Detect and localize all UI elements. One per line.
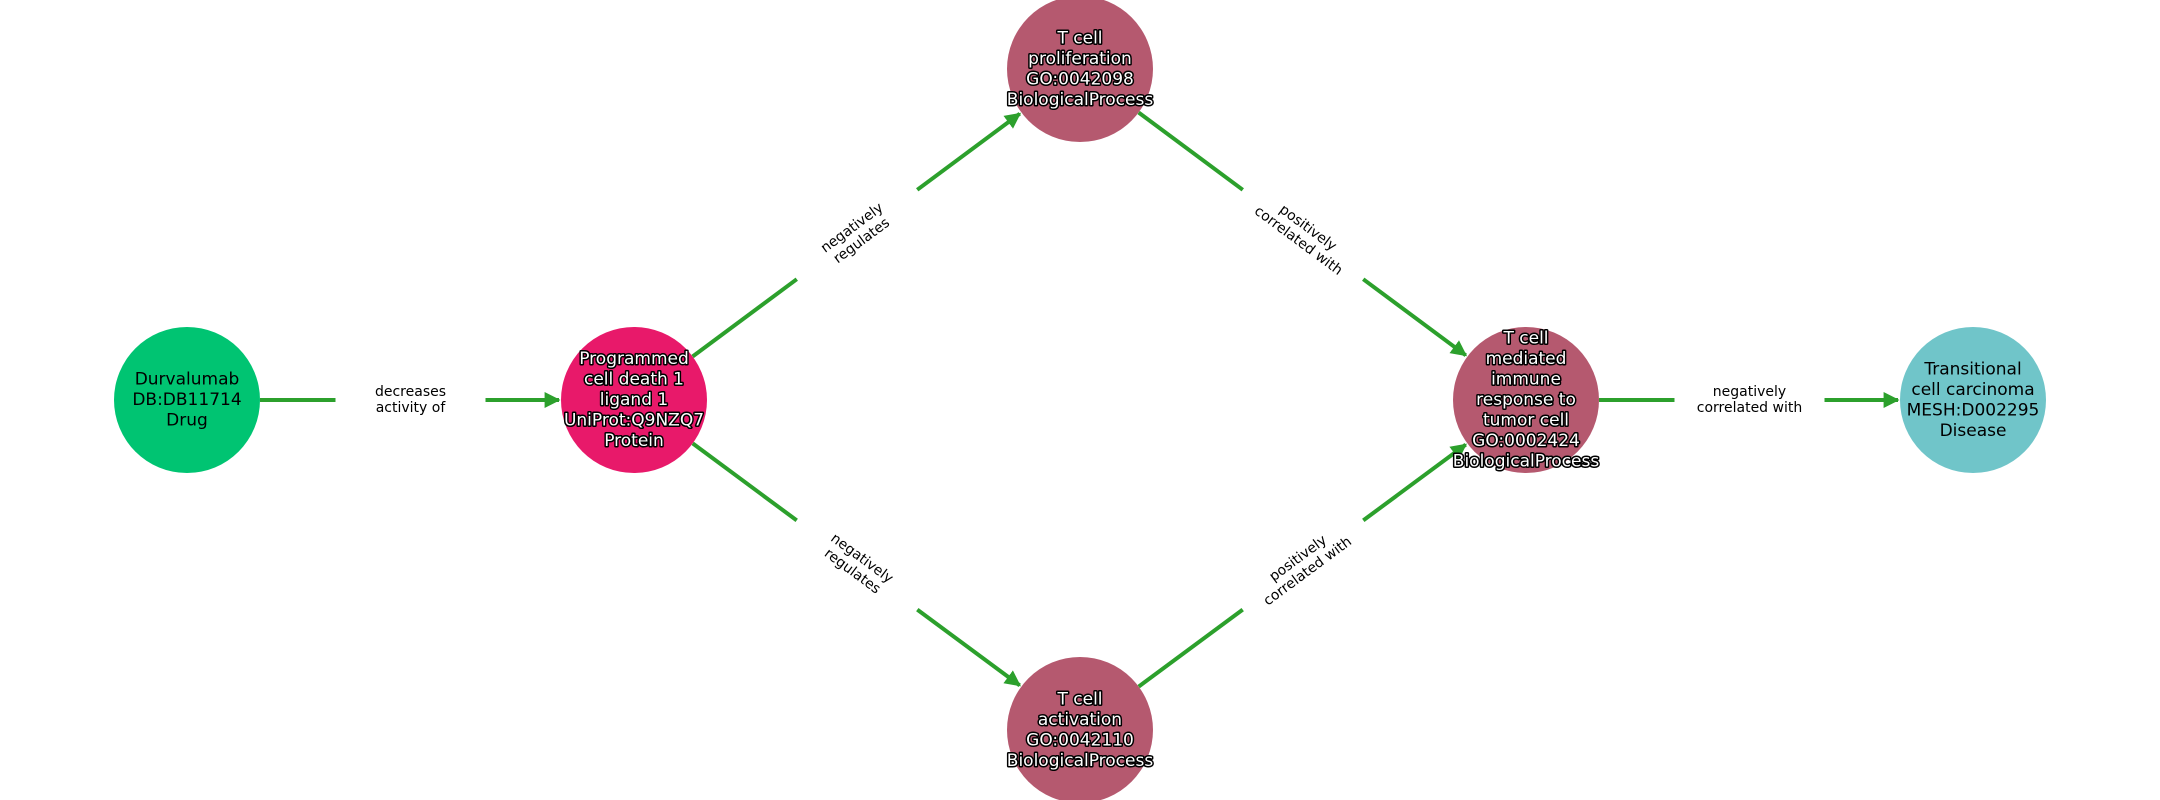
node-circle[interactable] [114, 327, 260, 473]
node-label-line: proliferation [1028, 49, 1132, 69]
node-label-line: Protein [604, 431, 664, 451]
edge-label: negativelyregulates [818, 530, 896, 599]
node-label-line: Disease [1940, 421, 2007, 441]
node-label-line: cell death 1 [584, 370, 684, 390]
node-circle[interactable] [1453, 327, 1599, 473]
edge-line [1137, 110, 1244, 192]
node-label-line: T cell [1056, 689, 1102, 709]
node-label-line: BiologicalProcess [1007, 751, 1154, 771]
edge-line [1137, 608, 1244, 689]
node-label-line: response to [1476, 390, 1576, 410]
edge-label: positivelycorrelated with [1251, 521, 1355, 609]
edge-label-line: activity of [376, 400, 447, 416]
node-label-line: tumor cell [1483, 411, 1569, 431]
node-label-line: GO:0042110 [1026, 730, 1134, 750]
node-label-line: Drug [166, 411, 208, 431]
edge-arrow [1362, 277, 1468, 357]
node-label-line: UniProt:Q9NZQ7 [564, 411, 704, 431]
edge-line [691, 277, 798, 359]
node-circle[interactable] [561, 327, 707, 473]
node-label-line: T cell [1502, 329, 1548, 349]
node-label-line: ligand 1 [600, 390, 668, 410]
edge-arrow [916, 112, 1022, 192]
node-label-line: Programmed [579, 349, 689, 369]
edge-label: negativelyregulates [818, 200, 896, 269]
node-circle[interactable] [1007, 657, 1153, 800]
node-label-line: activation [1038, 710, 1122, 730]
node-label-line: GO:0002424 [1472, 431, 1580, 451]
node-label-line: immune [1491, 370, 1561, 390]
node-label-line: BiologicalProcess [1007, 90, 1154, 110]
edge-label-line: negatively [1713, 384, 1786, 400]
edge-label: positivelycorrelated with [1251, 190, 1355, 279]
edge-label-line: decreases [375, 384, 446, 400]
node-label-line: BiologicalProcess [1453, 452, 1600, 472]
node-label-line: DB:DB11714 [132, 390, 241, 410]
node-label-line: cell carcinoma [1911, 380, 2034, 400]
node-label-line: Durvalumab [135, 370, 240, 390]
edge-tact-tmed: positivelycorrelated with [1137, 443, 1467, 689]
edge-tprolif-tmed: positivelycorrelated with [1137, 110, 1468, 357]
node-label-line: GO:0042098 [1026, 69, 1134, 89]
node-label-line: MESH:D002295 [1907, 400, 2040, 420]
node-label-line: Transitional [1923, 359, 2021, 379]
node-circle[interactable] [1900, 327, 2046, 473]
edge-pdl1-tact: negativelyregulates [691, 441, 1021, 687]
edge-pdl1-tprolif: negativelyregulates [691, 112, 1022, 359]
edge-line [691, 441, 798, 522]
node-label-line: mediated [1486, 349, 1567, 369]
edge-arrow [916, 608, 1021, 687]
node-label-line: T cell [1056, 28, 1102, 48]
edge-arrow [1362, 443, 1467, 522]
node-circle[interactable] [1007, 0, 1153, 142]
edge-label-line: correlated with [1697, 400, 1802, 416]
